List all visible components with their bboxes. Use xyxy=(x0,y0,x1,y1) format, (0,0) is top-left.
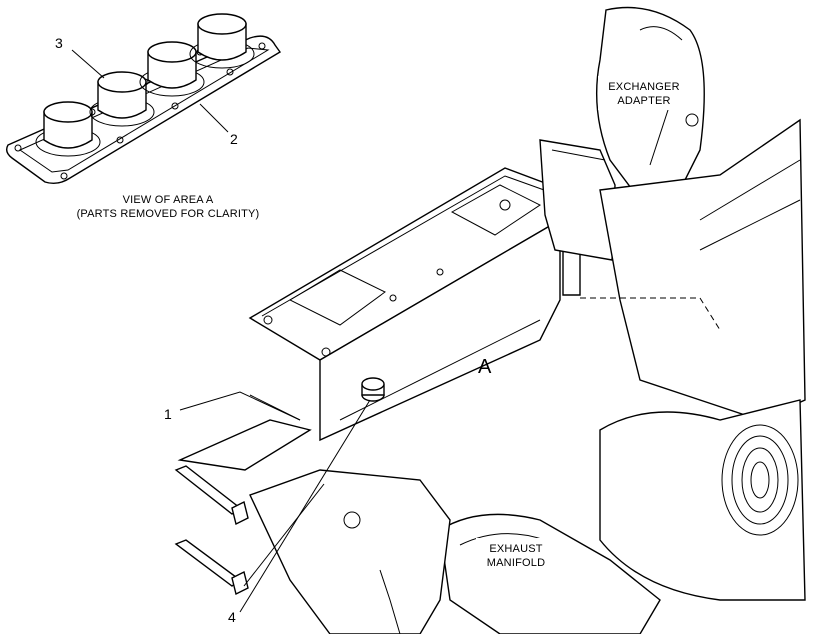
plug-2 xyxy=(89,71,155,127)
leader-4a xyxy=(239,399,371,613)
leader-1 xyxy=(179,391,301,421)
callout-1: 1 xyxy=(164,406,172,422)
view-caption-line2: (PARTS REMOVED FOR CLARITY) xyxy=(77,208,260,220)
plug-4 xyxy=(189,13,255,69)
bolt-upper xyxy=(174,465,249,526)
exchanger-label-line1: EXCHANGER xyxy=(608,81,679,93)
leader-2 xyxy=(199,103,229,133)
bolt-lower xyxy=(174,539,249,596)
callout-4: 4 xyxy=(228,609,236,625)
area-a-label: A xyxy=(478,356,492,378)
plug-4-on-housing xyxy=(361,377,385,402)
flange xyxy=(539,139,616,261)
leader-exchanger xyxy=(649,109,669,166)
exchanger-label-line2: ADAPTER xyxy=(617,95,670,107)
lower-block xyxy=(249,469,451,634)
turbo-coils xyxy=(721,424,799,536)
callout-2: 2 xyxy=(230,131,238,147)
plug-3 xyxy=(139,41,205,97)
side-plate xyxy=(177,419,312,471)
view-caption-line1: VIEW OF AREA A xyxy=(123,194,214,206)
exhaust-label-line1: EXHAUST xyxy=(489,543,542,555)
engine-assembly xyxy=(174,6,806,634)
leader-4b xyxy=(243,483,325,587)
detail-view-area-a xyxy=(5,13,282,185)
exhaust-label-line2: MANIFOLD xyxy=(487,557,545,569)
leader-3 xyxy=(71,49,105,79)
housing-opening-right xyxy=(450,184,541,236)
housing-opening-left xyxy=(288,269,386,326)
callout-3: 3 xyxy=(55,35,63,51)
plug-1 xyxy=(35,101,101,157)
